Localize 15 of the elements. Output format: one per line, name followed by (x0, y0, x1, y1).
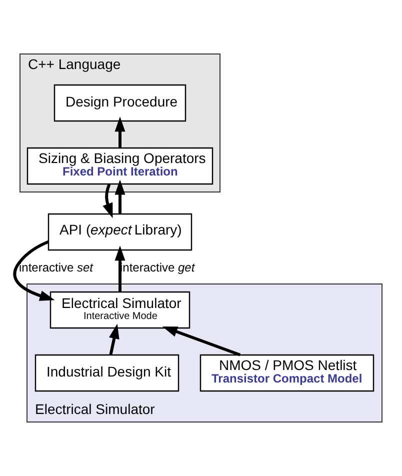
edge-label: interactive set (19, 260, 94, 275)
arrow (114, 180, 126, 214)
node-box: API (expect Library) (48, 213, 192, 251)
arrow (102, 184, 113, 218)
edge-label: interactive get (120, 260, 195, 275)
node-box: Industrial Design Kit (34, 354, 180, 392)
arrow (162, 326, 241, 356)
arrow (114, 246, 126, 292)
arrow (114, 116, 126, 148)
node-box: Design Procedure (54, 84, 186, 122)
node-box: NMOS / PMOS Netlist Transistor Compact Model (200, 354, 374, 392)
node-box: Electrical Simulator Interactive Mode (50, 291, 190, 329)
arrow (13, 240, 55, 301)
arrow (109, 324, 120, 355)
node-box: Sizing & Biasing Operators Fixed Point Iteration (26, 147, 214, 185)
